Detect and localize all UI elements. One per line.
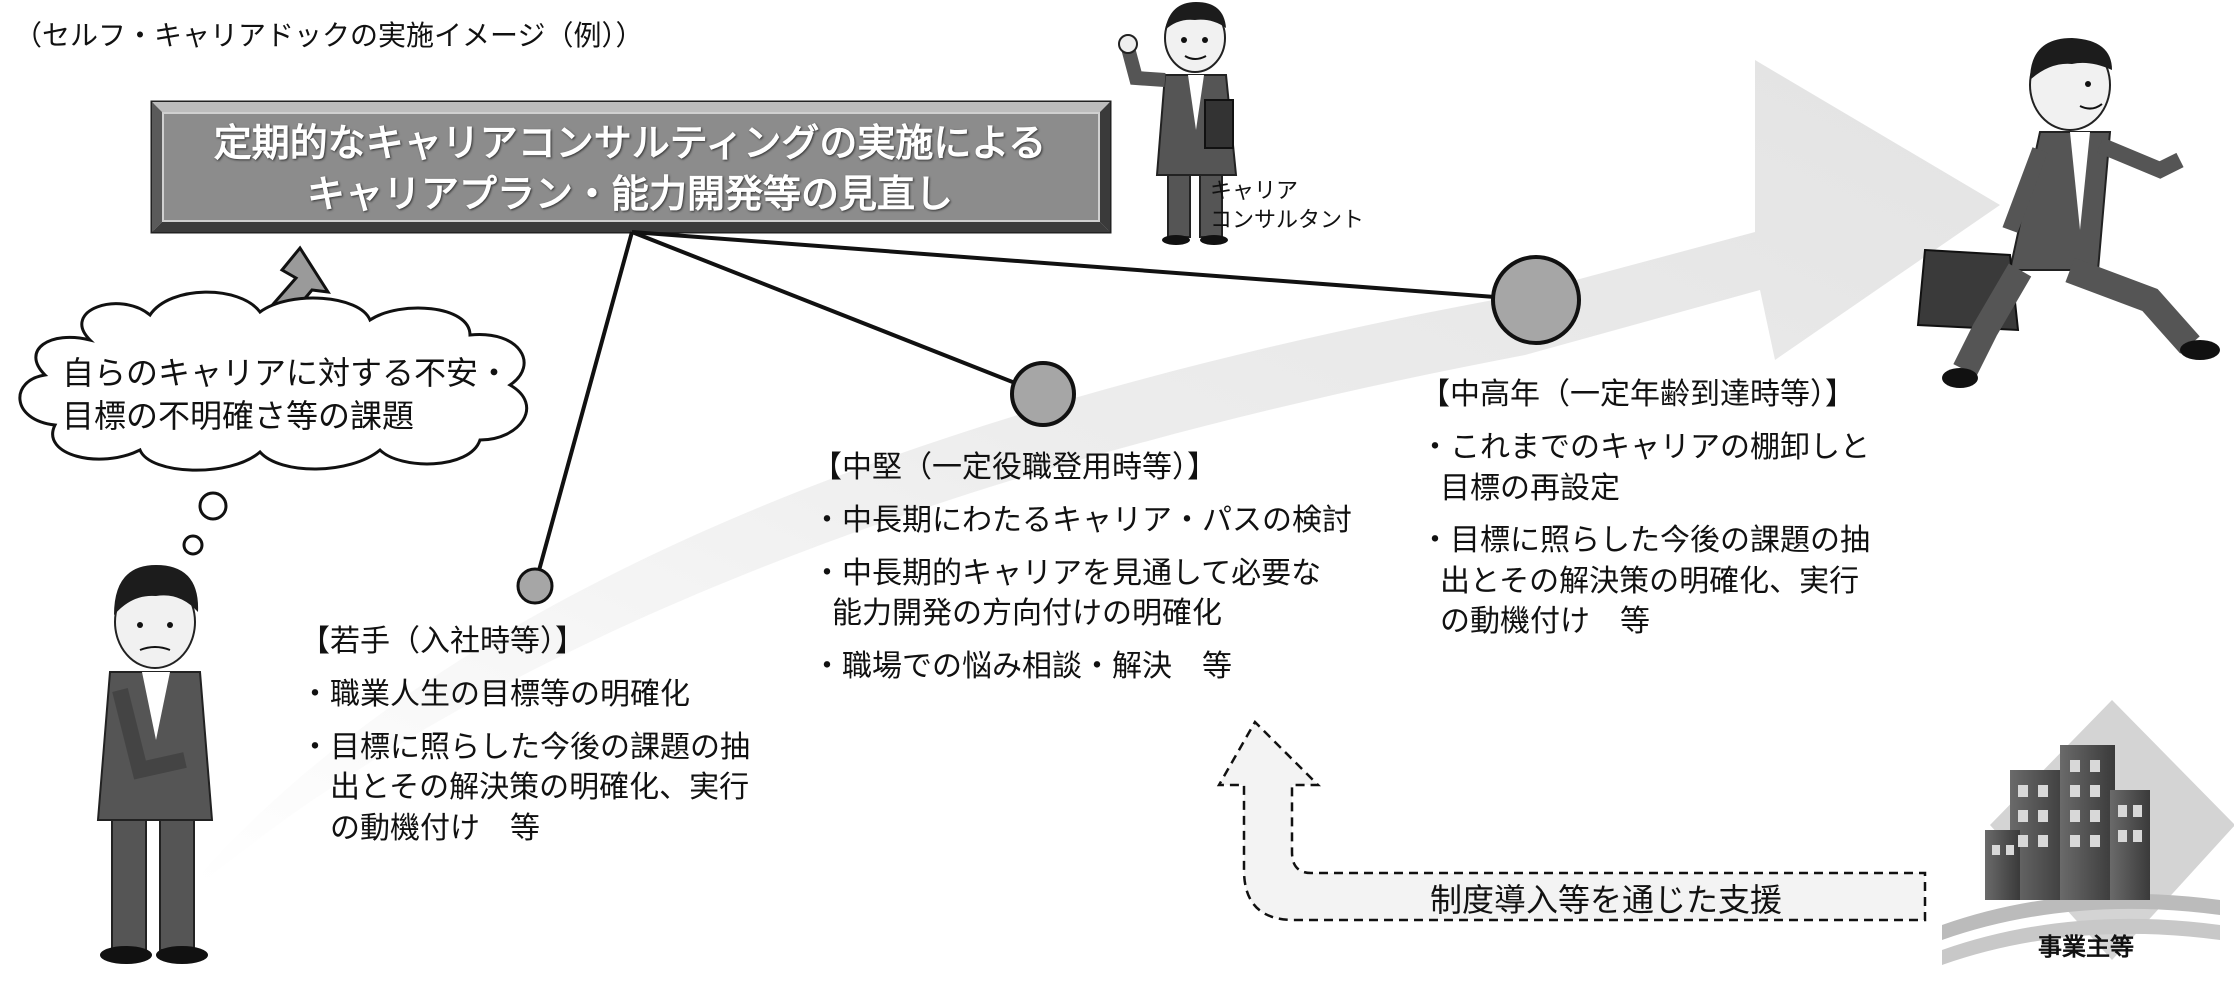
worry-text: 自らのキャリアに対する不安・ 目標の不明確さ等の課題 [62,352,510,438]
worry-line-1: 自らのキャリアに対する不安・ [62,354,511,392]
stage-mid-item-2-line-1: ・中長期的キャリアを見通して必要な [812,555,1322,591]
young-employee-figure-icon [96,565,214,964]
stage-mid: 【中堅（一定役職登用時等）】 ・中長期にわたるキャリア・パスの検討 ・中長期的キ… [812,448,1352,687]
stage-senior: 【中高年（一定年齢到達時等）】 ・これまでのキャリアの棚卸しと 目標の再設定 ・… [1420,375,1870,643]
stage-young-item-2-line-3: の動機付け 等 [330,810,540,846]
growth-arrow [195,60,2000,885]
stage-senior-item-1-line-2: 目標の再設定 [1440,470,1620,506]
stage-node-senior [1491,255,1581,345]
stage-mid-item: ・中長期にわたるキャリア・パスの検討 [812,501,1352,542]
senior-employee-running-icon [1916,38,2220,388]
stage-young-item-1-line-1: ・職業人生の目標等の明確化 [300,677,690,712]
support-arrow [1216,719,1927,922]
stage-node-young [516,567,554,605]
stage-young-item: ・職業人生の目標等の明確化 [300,675,750,716]
stage-young-heading: 【若手（入社時等）】 [300,624,585,659]
stage-mid-item: ・中長期的キャリアを見通して必要な 能力開発の方向付けの明確化 [812,554,1352,635]
stage-mid-heading: 【中堅（一定役職登用時等）】 [812,450,1217,485]
employer-buildings-icon [1942,700,2234,965]
employer-label: 事業主等 [2038,933,2134,961]
stage-senior-item-2-line-3: の動機付け 等 [1440,604,1650,639]
stage-senior-item-2-line-1: ・目標に照らした今後の課題の抽 [1420,523,1870,558]
support-label: 制度導入等を通じた支援 [1430,881,1783,919]
connector-lines [533,230,1536,586]
title-box [150,100,1112,234]
stage-mid-item-3-line-1: ・職場での悩み相談・解決 等 [812,648,1232,684]
stage-senior-item-2-line-2: 出とその解決策の明確化、実行 [1440,563,1860,599]
title-line-1: 定期的なキャリアコンサルティングの実施による [213,121,1047,165]
stage-young-item-2-line-1: ・目標に照らした今後の課題の抽 [300,729,750,765]
stage-senior-item-1-line-1: ・これまでのキャリアの棚卸しと [1420,430,1870,465]
worry-line-2: 目標の不明確さ等の課題 [62,397,415,436]
title-line-2: キャリアプラン・能力開発等の見直し [306,172,953,217]
stage-young: 【若手（入社時等）】 ・職業人生の目標等の明確化 ・目標に照らした今後の課題の抽… [300,622,750,849]
stage-node-mid [1010,361,1076,427]
stage-mid-item: ・職場での悩み相談・解決 等 [812,647,1352,688]
consultant-label-line-2: コンサルタント [1210,207,1365,233]
thought-cloud [18,290,529,556]
consultant-figure-icon [1118,2,1238,245]
title-text: 定期的なキャリアコンサルティングの実施による キャリアプラン・能力開発等の見直し [160,118,1100,221]
stage-senior-item: ・目標に照らした今後の課題の抽 出とその解決策の明確化、実行 の動機付け 等 [1420,521,1870,643]
stage-senior-item: ・これまでのキャリアの棚卸しと 目標の再設定 [1420,428,1870,509]
stage-mid-item-2-line-2: 能力開発の方向付けの明確化 [832,596,1222,631]
stage-mid-item-1-line-1: ・中長期にわたるキャリア・パスの検討 [812,503,1352,538]
consultant-label-line-1: キャリア [1210,179,1299,204]
consultant-label: キャリア コンサルタント [1210,178,1364,235]
diagram-caption: （セルフ・キャリアドックの実施イメージ（例）） [14,19,644,52]
stage-young-item-2-line-2: 出とその解決策の明確化、実行 [330,770,750,805]
stage-senior-heading: 【中高年（一定年齢到達時等）】 [1420,377,1855,412]
stage-young-item: ・目標に照らした今後の課題の抽 出とその解決策の明確化、実行 の動機付け 等 [300,728,750,850]
